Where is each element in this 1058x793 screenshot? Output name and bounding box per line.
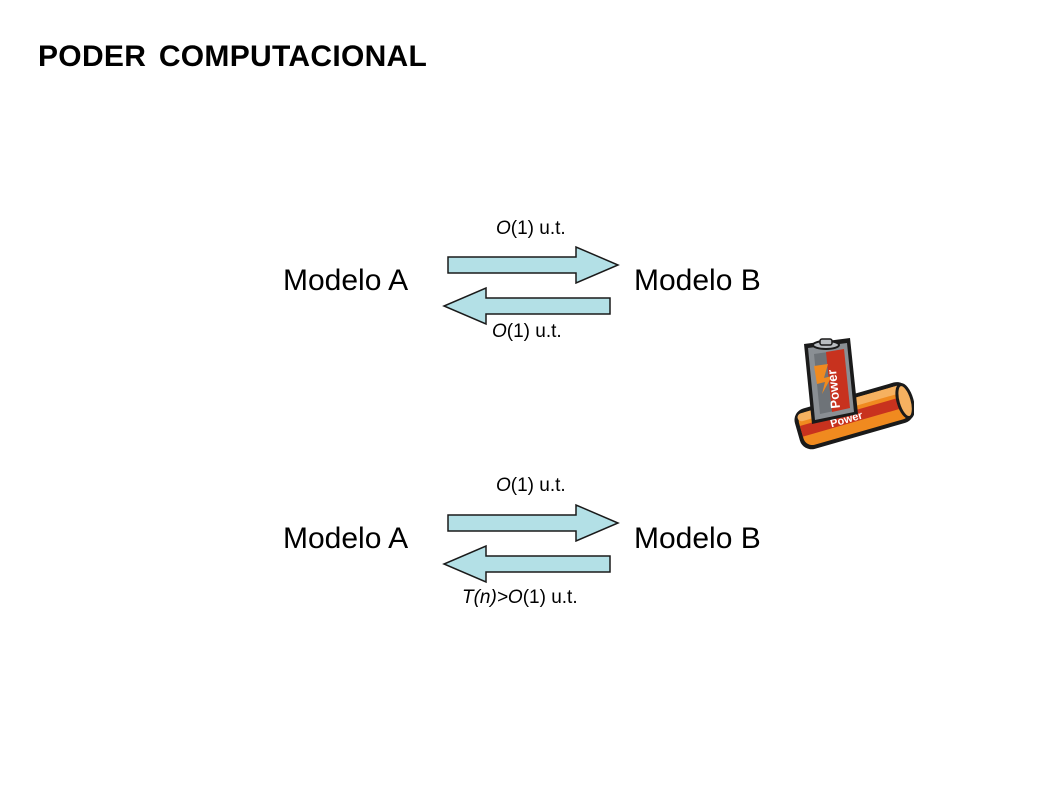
backward-arrow-2 [442,544,611,584]
forward-cost-label-2: O(1) u.t. [496,475,566,496]
forward-arrow-1 [447,245,620,284]
model-a-label-1: Modelo A [283,264,409,297]
backward-cost-label-2: T(n)>O(1) u.t. [462,587,578,608]
battery-label-vertical: Power [824,369,843,409]
forward-cost-label-1: O(1) u.t. [496,218,566,239]
page-title: PODER COMPUTACIONAL [38,40,428,73]
model-b-label-2: Modelo B [634,522,761,555]
backward-arrow-1 [442,286,611,326]
model-b-label-1: Modelo B [634,264,761,297]
battery-power-icon: Power Power [794,338,914,450]
model-a-label-2: Modelo A [283,522,409,555]
forward-arrow-2 [447,503,620,542]
backward-cost-label-1: O(1) u.t. [492,321,562,342]
